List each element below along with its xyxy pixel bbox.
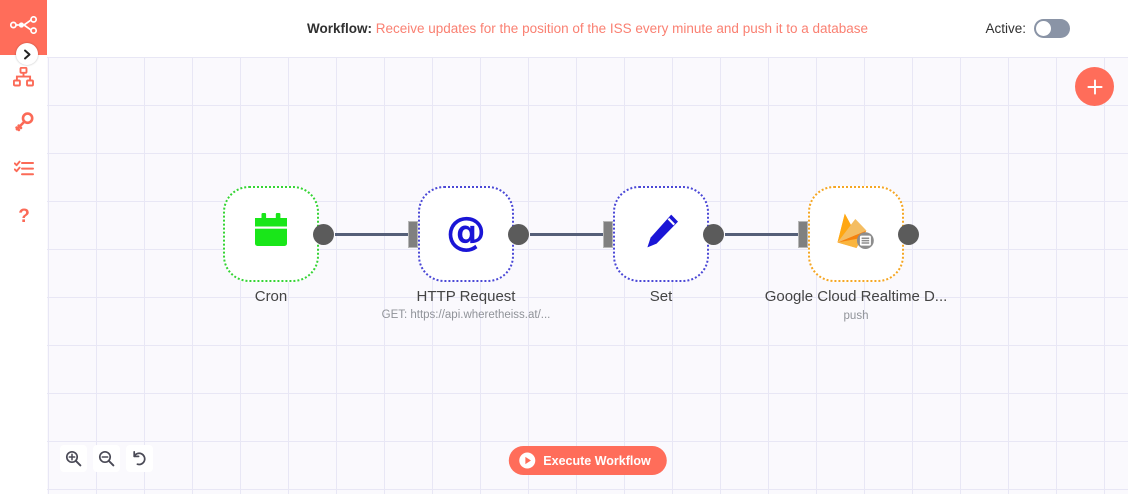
execute-workflow-button[interactable]: Execute Workflow [508, 446, 667, 475]
active-label: Active: [985, 21, 1026, 36]
sitemap-icon [13, 67, 34, 87]
key-icon [14, 112, 34, 132]
node-http-request-label: HTTP Request [416, 288, 516, 305]
active-toggle-group: Active: [985, 19, 1070, 38]
calendar-icon [250, 211, 292, 258]
node-http-request-input-port[interactable] [408, 220, 418, 248]
firebase-database-icon [832, 209, 880, 260]
play-circle-icon [518, 452, 535, 469]
sidebar-expand-button[interactable] [16, 43, 38, 65]
pencil-icon [640, 211, 682, 258]
zoom-out-button[interactable] [93, 445, 120, 472]
connection-set-to-google-cloud-realtime-database[interactable] [725, 233, 850, 236]
active-toggle[interactable] [1034, 19, 1070, 38]
add-node-button[interactable] [1075, 67, 1114, 106]
node-google-cloud-realtime-database-input-port[interactable] [798, 220, 808, 248]
sidebar-item-credentials[interactable] [0, 100, 47, 144]
plus-icon [1086, 78, 1104, 96]
list-check-icon [13, 160, 34, 177]
header-bar: Workflow: Receive updates for the positi… [47, 0, 1128, 57]
node-http-request[interactable]: @ [418, 186, 514, 282]
chevron-right-icon [23, 49, 32, 60]
zoom-controls [60, 445, 153, 472]
node-set-output-port[interactable] [703, 223, 724, 245]
workflow-canvas[interactable]: Cron @ HTTP Request GET: https://api.whe… [47, 57, 1128, 494]
svg-text:@: @ [446, 209, 486, 255]
sidebar-item-executions[interactable] [0, 146, 47, 190]
sidebar-item-help[interactable]: ? [0, 194, 47, 238]
zoom-in-button[interactable] [60, 445, 87, 472]
node-google-cloud-realtime-database-subtitle: push [843, 310, 869, 322]
node-cron-label: Cron [254, 288, 288, 305]
node-set[interactable] [613, 186, 709, 282]
at-sign-icon: @ [443, 209, 489, 260]
reset-zoom-button[interactable] [126, 445, 153, 472]
node-google-cloud-realtime-database-label: Google Cloud Realtime D... [764, 288, 948, 305]
n8n-nodes-logo-icon [9, 15, 38, 39]
sidebar: ? [0, 0, 47, 494]
toggle-knob [1036, 21, 1051, 36]
workflow-title-label: Workflow: [306, 21, 372, 36]
magnifier-minus-icon [98, 450, 115, 467]
undo-arrow-icon [131, 450, 148, 467]
sidebar-item-workflows[interactable] [0, 55, 47, 99]
node-set-label: Set [649, 288, 673, 305]
node-set-input-port[interactable] [603, 220, 613, 248]
connection-cron-to-http-request[interactable] [335, 233, 450, 236]
execute-workflow-label: Execute Workflow [543, 453, 651, 468]
workflow-title-name[interactable]: Receive updates for the position of the … [375, 21, 869, 36]
svg-text:?: ? [18, 206, 30, 226]
magnifier-plus-icon [65, 450, 82, 467]
node-http-request-subtitle: GET: https://api.wheretheiss.at/... [381, 309, 551, 321]
node-cron[interactable] [223, 186, 319, 282]
node-google-cloud-realtime-database[interactable] [808, 186, 904, 282]
node-http-request-output-port[interactable] [508, 223, 529, 245]
node-google-cloud-realtime-database-output-port[interactable] [898, 223, 919, 245]
workflow-title: Workflow: Receive updates for the positi… [307, 20, 868, 37]
node-cron-output-port[interactable] [313, 223, 334, 245]
question-mark-icon: ? [17, 206, 31, 226]
connection-http-request-to-set[interactable] [530, 233, 645, 236]
